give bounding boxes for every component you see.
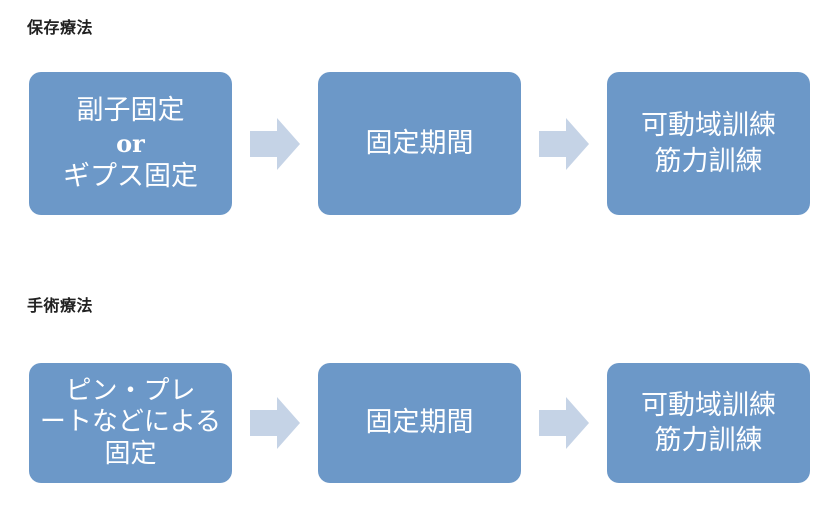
step-line-or: or <box>116 128 145 158</box>
flow-arrow-right-icon <box>539 118 589 170</box>
step-line: 筋力訓練 <box>654 145 763 177</box>
flow-arrow-right-icon <box>250 397 300 449</box>
step-line: 固定 <box>104 438 157 469</box>
step-box-splint-or-cast: 副子固定 or ギプス固定 <box>29 72 232 215</box>
step-line: 可動域訓練 <box>641 110 776 142</box>
section-title-conservative: 保存療法 <box>27 18 94 37</box>
flow-arrow-right-icon <box>539 397 589 449</box>
step-box-pin-plate-fixation: ピン・プレ ートなどによる 固定 <box>29 363 232 483</box>
step-line: ピン・プレ <box>65 376 196 407</box>
flow-arrow-right-icon <box>250 118 300 170</box>
step-line: 筋力訓練 <box>654 425 763 456</box>
step-box-rehab-training: 可動域訓練 筋力訓練 <box>607 363 810 483</box>
step-line: ギプス固定 <box>63 161 198 193</box>
section-title-surgical: 手術療法 <box>27 296 94 315</box>
step-line: ートなどによる <box>39 407 222 438</box>
step-line: 副子固定 <box>76 94 185 126</box>
step-line: 固定期間 <box>365 407 474 439</box>
step-line: 可動域訓練 <box>641 389 776 421</box>
step-box-fixation-period: 固定期間 <box>318 363 521 483</box>
step-box-rehab-training: 可動域訓練 筋力訓練 <box>607 72 810 215</box>
step-box-fixation-period: 固定期間 <box>318 72 521 215</box>
step-line: 固定期間 <box>365 127 474 159</box>
